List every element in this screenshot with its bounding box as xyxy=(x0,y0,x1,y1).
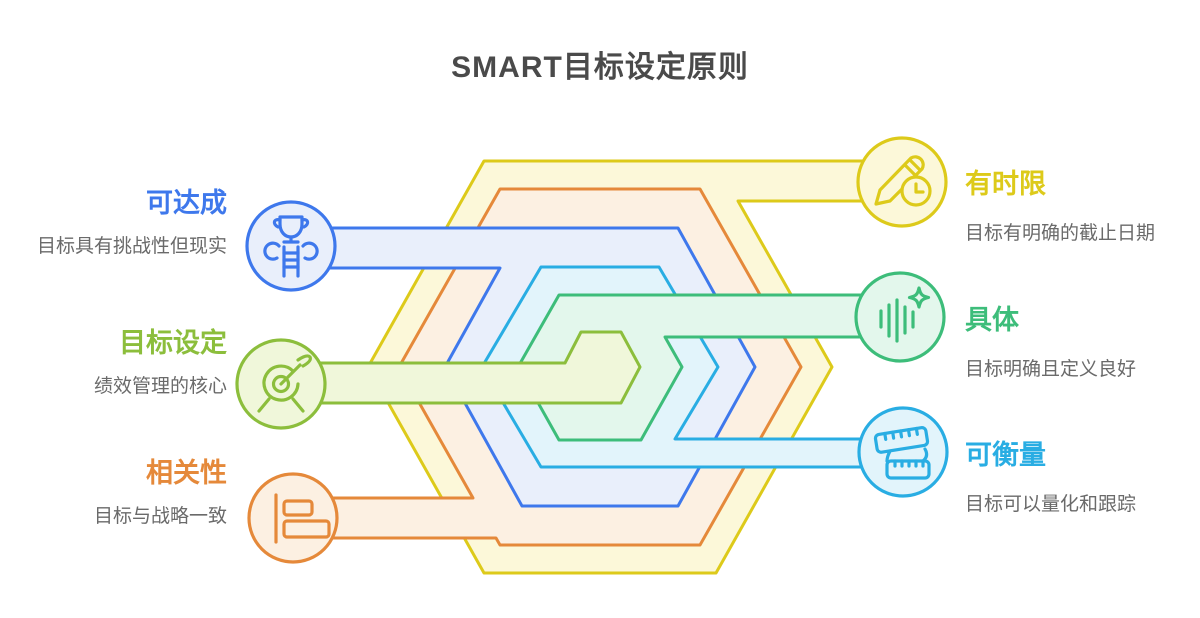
measurable-label: 可衡量 xyxy=(965,440,1046,470)
relevant-desc: 目标与战略一致 xyxy=(93,506,227,527)
ring-goal-setting xyxy=(279,330,642,405)
achievable-label: 可达成 xyxy=(146,188,227,218)
goal-setting-label: 目标设定 xyxy=(119,328,227,358)
align-left-icon xyxy=(274,493,331,544)
pencil-clock-icon xyxy=(874,155,932,207)
achievable-badge xyxy=(245,200,337,292)
relevant-badge xyxy=(247,472,339,564)
measurable-desc: 目标可以量化和跟踪 xyxy=(965,494,1137,515)
goal-setting-desc: 绩效管理的核心 xyxy=(93,376,227,397)
time-bound-label: 有时限 xyxy=(965,169,1046,199)
page-title: SMART目标设定原则 xyxy=(451,51,749,84)
specific-desc: 目标明确且定义良好 xyxy=(965,359,1137,380)
measurable-badge xyxy=(857,406,949,498)
specific-badge xyxy=(854,271,946,363)
target-dart-icon xyxy=(257,354,312,413)
specific-label: 具体 xyxy=(965,305,1019,335)
trophy-ladder-icon xyxy=(263,215,319,278)
achievable-desc: 目标具有挑战性但现实 xyxy=(36,236,227,257)
tape-measure-icon xyxy=(873,426,931,480)
waveform-sparkle-icon xyxy=(879,286,931,343)
time-bound-desc: 目标有明确的截止日期 xyxy=(965,223,1156,244)
time-bound-badge xyxy=(856,136,948,228)
relevant-label: 相关性 xyxy=(146,458,227,488)
